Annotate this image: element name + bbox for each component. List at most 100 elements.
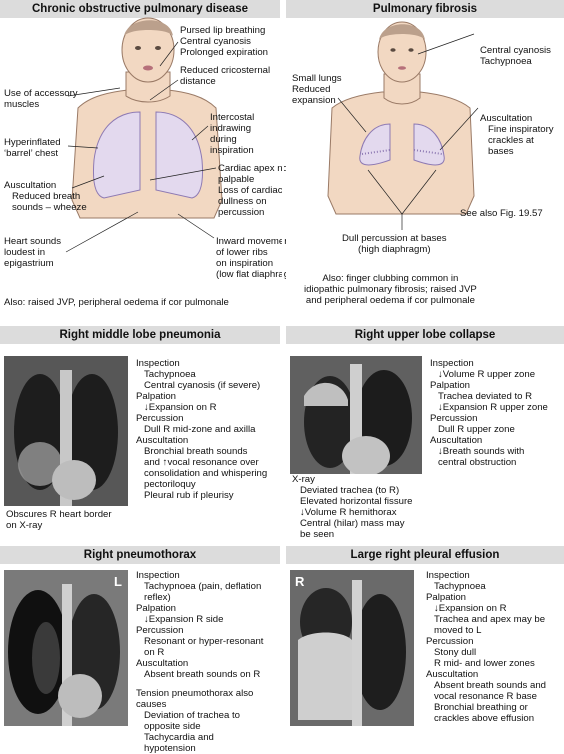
ptx-side-marker: L — [114, 574, 122, 589]
fibrosis-title: Pulmonary fibrosis — [286, 0, 564, 18]
fibrosis-label-auscultation: Auscultation Fine inspiratory crackles a… — [480, 113, 554, 157]
eff-xray-image: R — [290, 570, 414, 726]
finding-detail: on R — [144, 647, 165, 658]
finding-detail: Stony dull — [434, 647, 477, 658]
finding-heading: Inspection — [136, 358, 180, 369]
finding-detail: Central (hilar) mass may — [300, 518, 405, 529]
eff-title: Large right pleural effusion — [286, 546, 564, 564]
finding-detail: ↓Volume R hemithorax — [300, 507, 397, 518]
finding-detail: Tachycardia and — [144, 732, 214, 743]
finding-detail: Tachypnoea (pain, deflation — [144, 581, 262, 592]
rml-xray-image — [4, 356, 128, 506]
copd-label-auscultation: Auscultation Reduced breath sounds – whe… — [4, 180, 87, 213]
copd-label-cricosternal: Reduced cricosternal distance — [180, 65, 271, 87]
finding-detail: Trachea deviated to R — [438, 391, 533, 402]
fibrosis-label-dull: Dull percussion at bases (high diaphragm… — [342, 233, 447, 255]
finding-heading: Auscultation — [136, 658, 189, 669]
finding-detail: moved to L — [434, 625, 482, 636]
finding-heading — [136, 680, 263, 688]
copd-label-pursed: Pursed lip breathing Central cyanosis Pr… — [180, 25, 269, 58]
finding-detail: Trachea and apex may be — [434, 614, 546, 625]
finding-heading: Percussion — [136, 625, 184, 636]
rul-panel: Right upper lobe collapse Inspection↓Vol… — [286, 326, 564, 540]
finding-detail: Pleural rub if pleurisy — [144, 490, 234, 501]
finding-detail: Absent breath sounds and — [434, 680, 547, 691]
finding-heading: Auscultation — [426, 669, 479, 680]
finding-heading: Auscultation — [430, 435, 483, 446]
finding-detail: and ↑vocal resonance over — [144, 457, 259, 468]
finding-heading: Auscultation — [136, 435, 189, 446]
finding-detail: reflex) — [144, 592, 171, 603]
finding-detail: crackles above effusion — [434, 713, 535, 724]
finding-detail: ↓Volume R upper zone — [438, 369, 536, 380]
finding-detail: ↓Breath sounds with — [438, 446, 525, 457]
rml-title: Right middle lobe pneumonia — [0, 326, 280, 344]
finding-detail: Tachypnoea — [144, 369, 196, 380]
copd-title: Chronic obstructive pulmonary disease — [0, 0, 280, 18]
finding-detail: ↓Expansion R side — [144, 614, 224, 625]
finding-detail: Resonant or hyper-resonant — [144, 636, 264, 647]
rml-panel: Right middle lobe pneumonia Obscures R h… — [0, 326, 280, 538]
rul-title: Right upper lobe collapse — [286, 326, 564, 344]
eff-panel: Large right pleural effusion R Inspectio… — [286, 546, 564, 750]
finding-detail: Dull R upper zone — [438, 424, 515, 435]
finding-detail: Deviation of trachea to — [144, 710, 240, 721]
finding-heading: Tension pneumothorax also — [136, 688, 254, 699]
ptx-title: Right pneumothorax — [0, 546, 280, 564]
finding-detail: ↓Expansion on R — [144, 402, 217, 413]
copd-label-barrel: Hyperinflated ‘barrel’ chest — [4, 137, 61, 159]
finding-detail: Bronchial breath sounds — [144, 446, 248, 457]
finding-heading: Palpation — [430, 380, 471, 391]
finding-detail: Elevated horizontal fissure — [300, 496, 413, 507]
fibrosis-panel: Pulmonary fibrosis Central cyanosis Tach… — [286, 0, 564, 322]
finding-heading: X-ray — [292, 474, 315, 485]
fibrosis-footer: Also: finger clubbing common in idiopath… — [304, 273, 477, 306]
divider-vertical — [282, 0, 284, 750]
copd-footer: Also: raised JVP, peripheral oedema if c… — [4, 297, 229, 308]
rul-xray-image — [290, 356, 422, 474]
finding-heading: Percussion — [136, 413, 184, 424]
copd-label-accessory: Use of accessory muscles — [4, 88, 78, 110]
finding-heading: Palpation — [136, 603, 177, 614]
finding-detail: opposite side — [144, 721, 201, 732]
fibrosis-label-small: Small lungs Reduced expansion — [292, 73, 342, 106]
copd-illustration — [65, 17, 223, 253]
copd-panel: Chronic obstructive pulmonary disease Pu… — [0, 0, 300, 322]
fibrosis-see-also: See also Fig. 19.57 — [460, 208, 543, 219]
finding-heading: causes — [136, 699, 167, 710]
finding-detail: Dull R mid-zone and axilla — [144, 424, 256, 435]
finding-heading: Inspection — [426, 570, 470, 581]
finding-heading: Inspection — [430, 358, 474, 369]
finding-heading: Percussion — [430, 413, 478, 424]
finding-detail: ↓Expansion R upper zone — [438, 402, 548, 413]
fibrosis-label-cyanosis: Central cyanosis Tachypnoea — [480, 45, 551, 67]
finding-detail: hypotension — [144, 743, 196, 754]
finding-heading: Inspection — [136, 570, 180, 581]
copd-label-apex: Cardiac apex not palpable Loss of cardia… — [218, 163, 291, 218]
finding-heading: Palpation — [426, 592, 467, 603]
finding-detail: Bronchial breathing or — [434, 702, 528, 713]
copd-label-intercostal: Intercostal indrawing during inspiration — [210, 112, 255, 156]
finding-heading: Percussion — [426, 636, 474, 647]
finding-detail: Absent breath sounds on R — [144, 669, 261, 680]
finding-detail: Tachypnoea — [434, 581, 486, 592]
eff-side-marker: R — [295, 574, 305, 589]
finding-detail: Deviated trachea (to R) — [300, 485, 400, 496]
ptx-xray-image: L — [4, 570, 128, 726]
fibrosis-illustration — [327, 21, 479, 230]
finding-detail: pectoriloquy — [144, 479, 196, 490]
finding-detail: consolidation and whispering — [144, 468, 268, 479]
finding-detail: Central cyanosis (if severe) — [144, 380, 261, 391]
finding-detail: vocal resonance R base — [434, 691, 537, 702]
copd-label-heart: Heart sounds loudest in epigastrium — [4, 236, 62, 269]
finding-detail: be seen — [300, 529, 335, 540]
finding-detail: central obstruction — [438, 457, 517, 468]
finding-heading: Palpation — [136, 391, 177, 402]
copd-label-ribs: Inward movement of lower ribs on inspira… — [216, 236, 301, 280]
